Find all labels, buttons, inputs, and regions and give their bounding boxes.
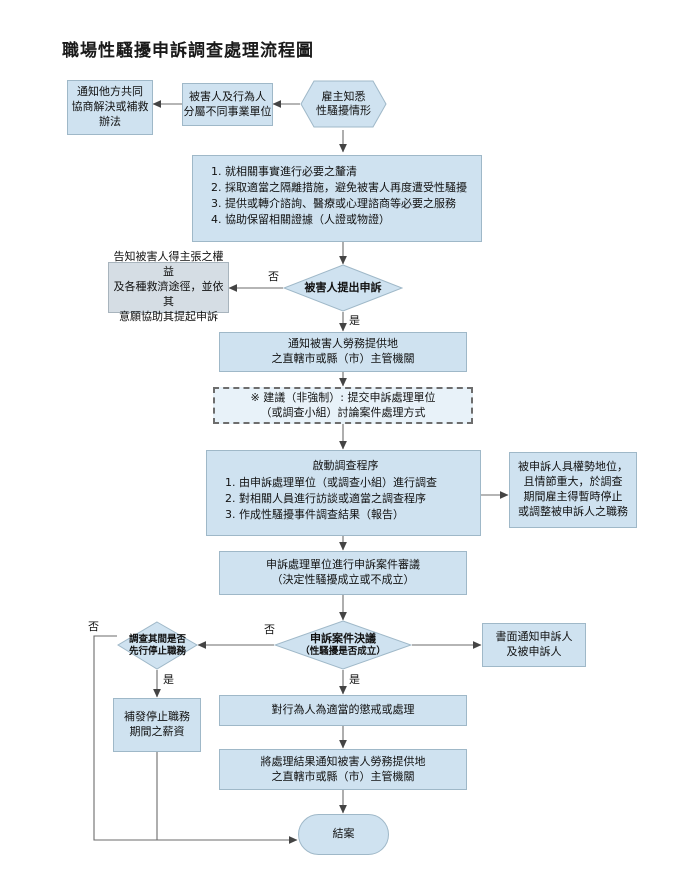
notify-result-line2: 之直轄市或縣（市）主管機關 [271, 769, 415, 783]
inform-rights-line1: 告知被害人得主張之權益 [113, 250, 224, 279]
back-pay-line1: 補發停止職務 [124, 710, 190, 724]
investigation-item: 對相關人員進行訪談或適當之調查程序 [239, 492, 470, 507]
close-case-label: 結案 [332, 827, 355, 841]
different-units-line1: 被害人及行為人 [189, 89, 266, 103]
node-close-case[interactable]: 結案 [298, 814, 389, 855]
suspend-note-line2: 且情節重大，於調查 [523, 475, 623, 489]
node-notify-authority[interactable]: 通知被害人勞務提供地 之直轄市或縣（市）主管機關 [219, 332, 467, 372]
node-discipline[interactable]: 對行為人為適當的懲戒或處理 [219, 695, 467, 726]
resolution-line1: 申訴案件決議 [310, 632, 376, 646]
node-notify-other-party[interactable]: 通知他方共同 協商解決或補救 辦法 [67, 80, 153, 135]
investigation-item: 作成性騷擾事件調查結果（報告） [239, 508, 470, 523]
review-case-line1: 申訴處理單位進行申訴案件審議 [266, 558, 420, 572]
discipline-label: 對行為人為適當的懲戒或處理 [271, 703, 415, 717]
victim-files-label: 被害人提出申訴 [304, 281, 382, 295]
edge-label-suspend-yes: 是 [163, 673, 174, 686]
start-investigation-header: 啟動調查程序 [312, 459, 379, 472]
node-employer-duties[interactable]: 就相關事實進行必要之釐清 採取適當之隔離措施，避免被害人再度遭受性騷擾 提供或轉… [192, 155, 482, 242]
node-employer-aware[interactable]: 雇主知悉 性騷擾情形 [300, 80, 387, 128]
duty-item: 採取適當之隔離措施，避免被害人再度遭受性騷擾 [225, 181, 471, 196]
notify-other-line3: 辦法 [99, 114, 121, 128]
node-victim-files-complaint[interactable]: 被害人提出申訴 [283, 264, 403, 312]
investigation-item: 由申訴處理單位（或調查小組）進行調查 [239, 476, 470, 491]
employer-aware-line1: 雇主知悉 [321, 89, 366, 103]
edge-label-victim-yes: 是 [349, 314, 360, 327]
suspend-inv-line2: 先行停止職務 [128, 645, 186, 657]
node-start-investigation[interactable]: 啟動調查程序 由申訴處理單位（或調查小組）進行調查 對相關人員進行訪談或適當之調… [206, 450, 481, 536]
diamond-shape [274, 620, 412, 670]
node-inform-rights[interactable]: 告知被害人得主張之權益 及各種救濟途徑，並依其 意願協助其提起申訴 [108, 250, 229, 323]
inform-rights-line3: 意願協助其提起申訴 [119, 309, 218, 323]
duty-item: 就相關事實進行必要之釐清 [225, 165, 471, 180]
suspend-inv-line1: 調查其間是否 [128, 633, 186, 645]
suspend-note-line3: 期間雇主得暫時停止 [523, 490, 623, 503]
inform-rights-line2: 及各種救濟途徑，並依其 [113, 280, 224, 308]
suggestion-line2: （或調查小組）討論案件處理方式 [260, 405, 426, 419]
suspend-note-line1: 被申訴人具權勢地位， [518, 460, 628, 474]
duty-item: 提供或轉介諮詢、醫療或心理諮商等必要之服務 [225, 197, 471, 212]
notify-authority-line2: 之直轄市或縣（市）主管機關 [271, 352, 415, 365]
node-suggestion[interactable]: ※ 建議（非強制）: 提交申訴處理單位 （或調查小組）討論案件處理方式 [213, 387, 473, 424]
node-notify-result[interactable]: 將處理結果通知被害人勞務提供地 之直轄市或縣（市）主管機關 [219, 749, 467, 790]
start-investigation-list: 由申訴處理單位（或調查小組）進行調查 對相關人員進行訪談或適當之調查程序 作成性… [221, 476, 470, 523]
node-review-case[interactable]: 申訴處理單位進行申訴案件審議 （決定性騷擾成立或不成立） [219, 551, 467, 595]
diamond-shape [117, 621, 198, 670]
node-suspend-during-investigation[interactable]: 調查其間是否 先行停止職務 [117, 621, 198, 670]
edge-label-resolution-no: 否 [264, 623, 275, 636]
written-notice-line1: 書面通知申訴人 [495, 630, 573, 644]
notify-result-line1: 將處理結果通知被害人勞務提供地 [260, 754, 426, 768]
written-notice-line2: 及被申訴人 [506, 645, 562, 658]
notify-other-line2: 協商解決或補救 [71, 100, 149, 114]
notify-authority-line1: 通知被害人勞務提供地 [288, 337, 398, 351]
edge-label-victim-no: 否 [268, 270, 279, 283]
node-different-units[interactable]: 被害人及行為人 分屬不同事業單位 [182, 83, 273, 126]
suggestion-line1: ※ 建議（非強制）: 提交申訴處理單位 [250, 390, 436, 404]
different-units-line2: 分屬不同事業單位 [183, 104, 272, 118]
resolution-line2: （性騷擾是否成立） [300, 645, 386, 657]
review-case-line2: （決定性騷擾成立或不成立） [271, 573, 415, 586]
notify-other-line1: 通知他方共同 [77, 85, 143, 99]
edge-label-resolution-yes: 是 [349, 673, 360, 686]
node-resolution[interactable]: 申訴案件決議 （性騷擾是否成立） [274, 620, 412, 670]
back-pay-line2: 期間之薪資 [129, 725, 185, 738]
node-written-notice[interactable]: 書面通知申訴人 及被申訴人 [482, 623, 586, 667]
suspend-note-line4: 或調整被申訴人之職務 [518, 504, 628, 518]
duty-item: 協助保留相關證據（人證或物證） [225, 213, 471, 228]
edge-label-suspend-no: 否 [88, 620, 99, 633]
employer-duties-list: 就相關事實進行必要之釐清 採取適當之隔離措施，避免被害人再度遭受性騷擾 提供或轉… [207, 165, 471, 227]
node-back-pay[interactable]: 補發停止職務 期間之薪資 [113, 698, 201, 752]
employer-aware-line2: 性騷擾情形 [316, 104, 371, 117]
diamond-shape [283, 264, 403, 312]
hexagon-shape [300, 80, 387, 128]
node-suspend-duty-note[interactable]: 被申訴人具權勢地位， 且情節重大，於調查 期間雇主得暫時停止 或調整被申訴人之職… [509, 452, 637, 528]
page-title: 職場性騷擾申訴調查處理流程圖 [62, 41, 314, 61]
